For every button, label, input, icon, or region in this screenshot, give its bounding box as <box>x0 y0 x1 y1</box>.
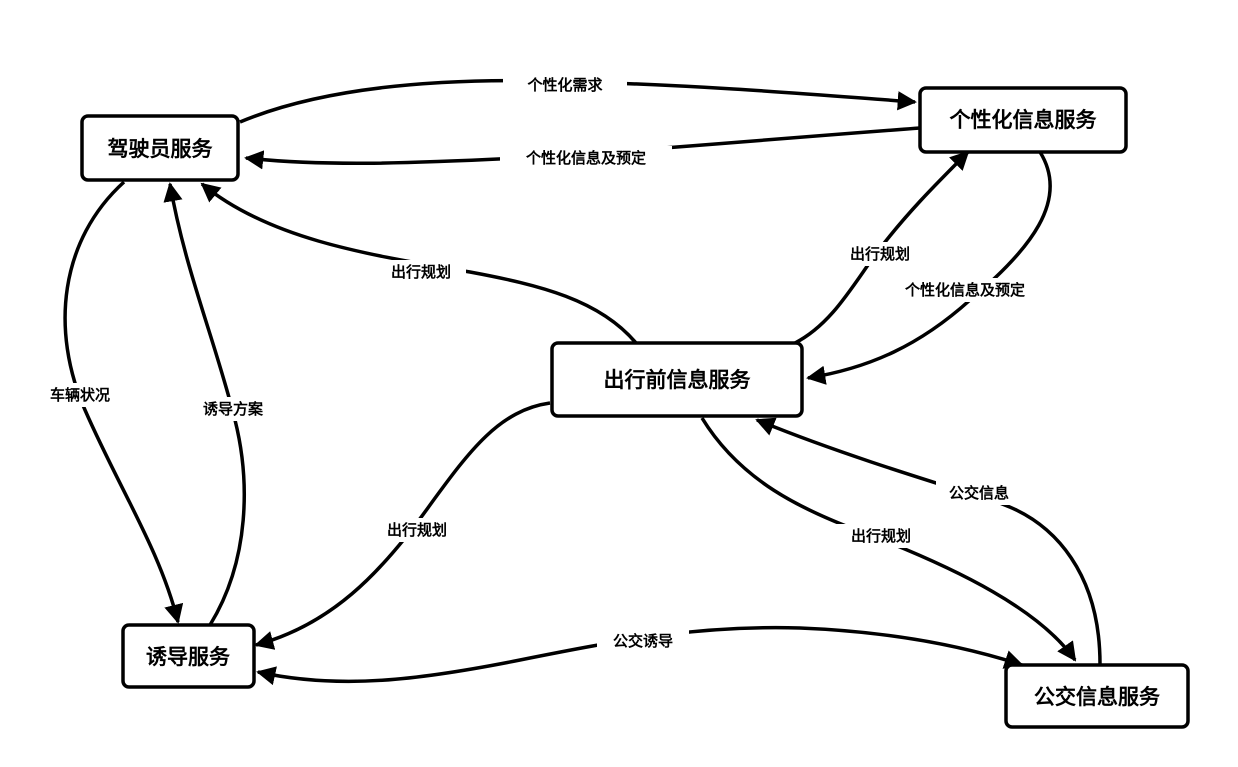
label-personal-info-to-pretrip: 个性化信息及预定 <box>882 278 1048 302</box>
label-guidance-plan: 诱导方案 <box>188 397 278 421</box>
node-driver-service[interactable]: 驾驶员服务 <box>80 114 240 182</box>
label-text: 公交信息 <box>949 484 1009 502</box>
edge-pretrip-to-guidance[interactable] <box>254 401 551 650</box>
node-transit-info-service[interactable]: 公交信息服务 <box>1004 663 1190 729</box>
node-label: 诱导服务 <box>146 645 231 669</box>
label-text: 出行规划 <box>391 263 451 281</box>
label-text: 出行规划 <box>851 527 911 545</box>
node-pretrip-info-service[interactable]: 出行前信息服务 <box>550 341 804 418</box>
label-text: 诱导方案 <box>203 400 264 418</box>
node-guidance-service[interactable]: 诱导服务 <box>121 623 256 689</box>
node-label: 出行前信息服务 <box>604 368 752 392</box>
label-pretrip-plan-to-personal: 出行规划 <box>836 242 926 266</box>
node-personalized-info-service[interactable]: 个性化信息服务 <box>918 86 1128 154</box>
label-text: 出行规划 <box>850 245 910 263</box>
label-transit-guidance: 公交诱导 <box>597 629 689 653</box>
node-label: 个性化信息服务 <box>950 108 1098 132</box>
label-personal-demand: 个性化需求 <box>503 73 627 97</box>
label-text: 个性化信息及预定 <box>525 149 646 167</box>
label-pretrip-plan-to-guidance: 出行规划 <box>372 518 462 542</box>
node-label: 公交信息服务 <box>1034 685 1161 709</box>
label-text: 公交诱导 <box>613 632 673 650</box>
label-text: 出行规划 <box>387 521 447 539</box>
edge-driver-to-guidance[interactable] <box>63 180 184 624</box>
label-text: 个性化信息及预定 <box>904 281 1025 299</box>
label-transit-info: 公交信息 <box>936 481 1022 505</box>
node-label: 驾驶员服务 <box>108 137 214 161</box>
label-pretrip-plan-to-driver: 出行规划 <box>376 260 466 284</box>
label-vehicle-status: 车辆状况 <box>35 383 125 407</box>
label-pretrip-plan-to-transit: 出行规划 <box>836 524 926 548</box>
label-text: 车辆状况 <box>50 386 110 404</box>
edge-labels: 个性化需求 个性化信息及预定 出行规划 出行规划 个性化信息及预定 车辆状况 诱… <box>35 73 1048 653</box>
label-personal-info-to-driver: 个性化信息及预定 <box>500 146 672 170</box>
label-text: 个性化需求 <box>526 76 603 94</box>
